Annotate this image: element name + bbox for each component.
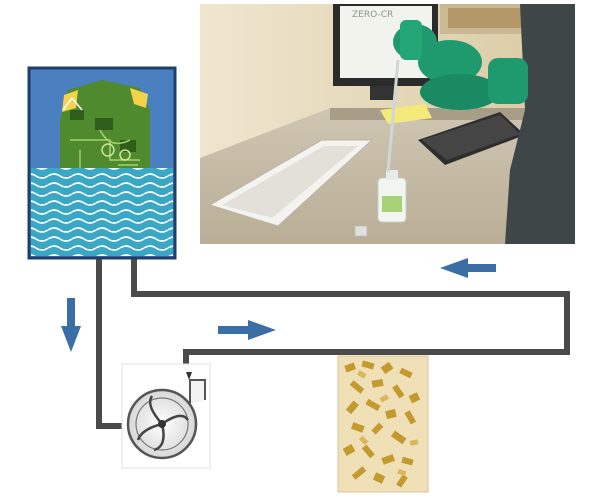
cleaning-tank: [29, 68, 175, 258]
lab-photo: ZERO-CR: [200, 4, 575, 244]
flow-arrow-down-icon: [61, 298, 81, 352]
cleaning-fluid: [31, 168, 173, 256]
centrifugal-pump-icon: [122, 364, 210, 468]
filter-media-icon: [338, 356, 428, 492]
flow-arrow-left-icon: [440, 258, 496, 278]
flow-arrow-right-icon: [218, 320, 276, 340]
monitor-text: ZERO-CR: [352, 10, 393, 20]
